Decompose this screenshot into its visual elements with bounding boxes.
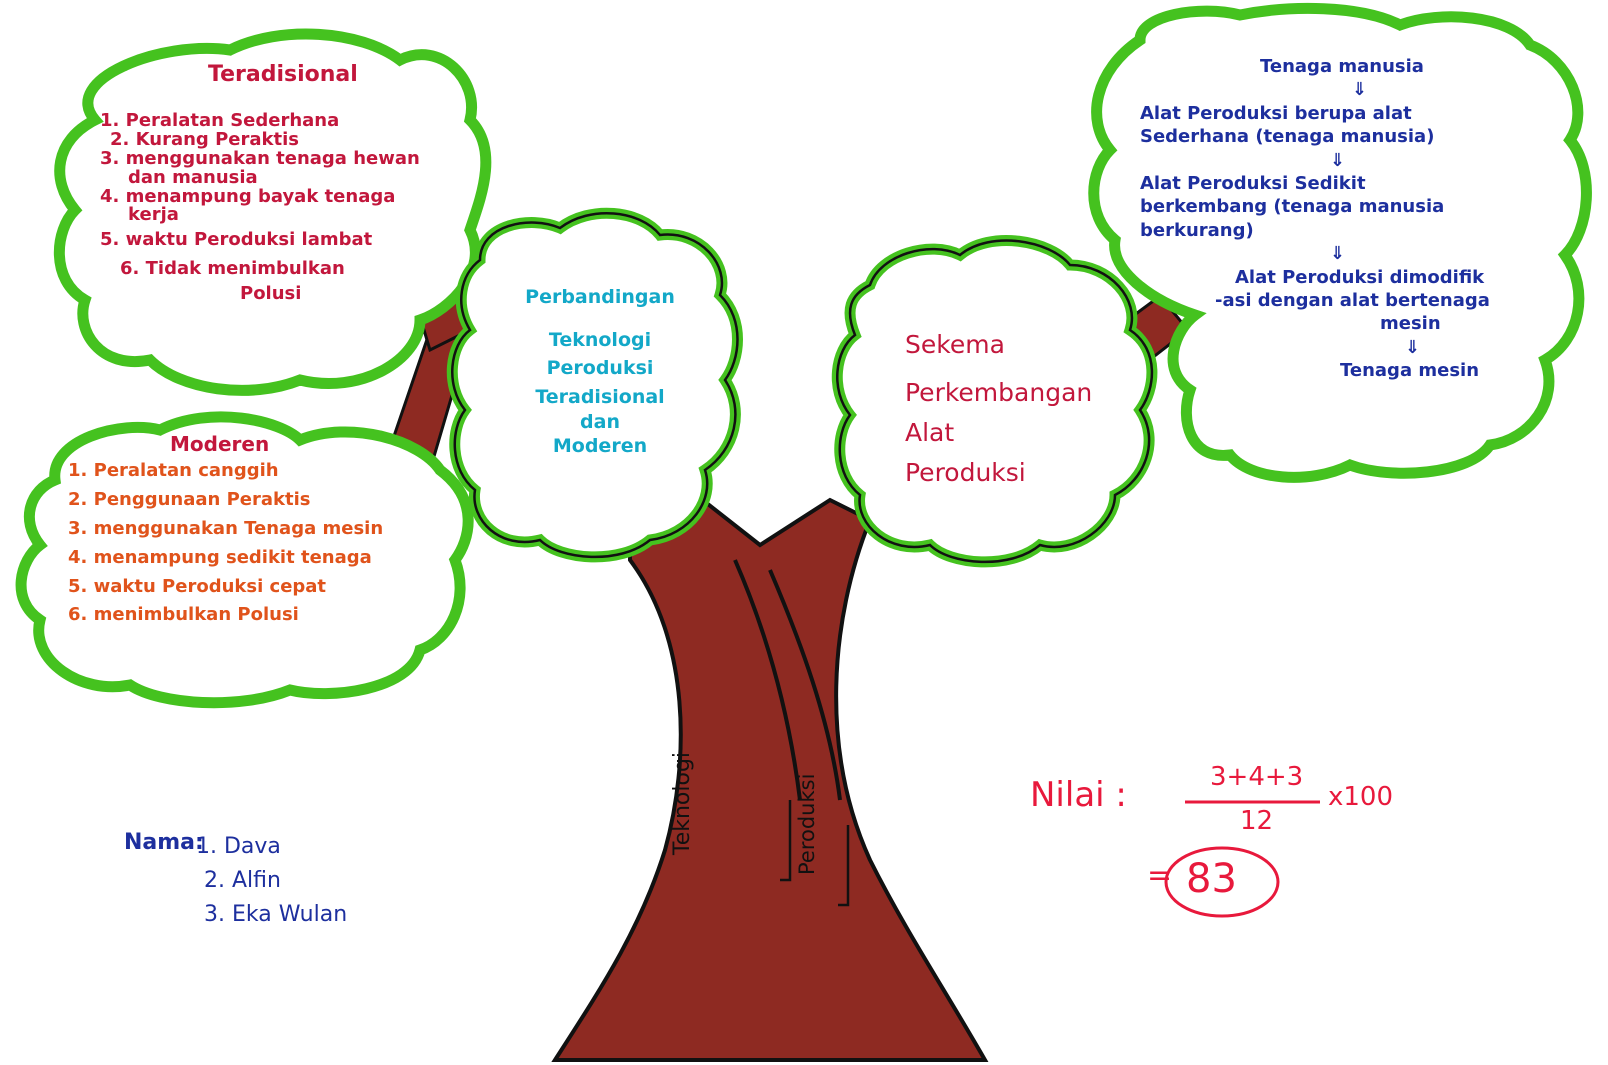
skema-step: Tenaga manusia: [1260, 56, 1424, 77]
skema-step: Sederhana (tenaga manusia): [1140, 126, 1435, 148]
modern-item: 4. menampung sedikit tenaga: [68, 546, 372, 568]
skema-step: Alat Peroduksi dimodifik: [1235, 266, 1485, 288]
skema-step: berkurang): [1140, 219, 1254, 241]
tradisional-item: kerja: [128, 204, 179, 226]
nilai-score: 83: [1186, 856, 1237, 902]
nilai-denominator: 12: [1240, 806, 1274, 836]
center-left-line: Peroduksi: [546, 357, 654, 380]
score-circle: [1164, 846, 1280, 918]
tradisional-item: 2. Kurang Peraktis: [110, 128, 299, 150]
nama-label: Nama:: [124, 830, 204, 855]
skema-step: Alat Peroduksi berupa alat: [1140, 102, 1412, 124]
trunk-inner-line-left: [733, 559, 802, 801]
center-right-line: Perkembangan: [905, 378, 1093, 407]
skema-arrow: ⇓: [1330, 243, 1346, 265]
nama-member: 3. Eka Wulan: [204, 902, 348, 928]
skema-step: berkembang (tenaga manusia: [1140, 196, 1445, 218]
trunk-inner-line-right: [768, 569, 842, 801]
trunk-label-bracket-1: [780, 800, 792, 882]
modern-item: 5. waktu Peroduksi cepat: [68, 575, 327, 597]
skema-text: Tenaga manusia ⇓ Alat Peroduksi berupa a…: [1140, 55, 1490, 382]
modern-item: 1. Peralatan canggih: [68, 460, 279, 481]
center-left-line: dan: [580, 410, 620, 433]
center-left-line: Perbandingan: [525, 286, 675, 308]
tradisional-title: Teradisional: [208, 62, 358, 87]
center-right-line: Alat: [905, 418, 955, 447]
skema-step: Alat Peroduksi Sedikit: [1140, 172, 1366, 194]
center-left-text: Perbandingan Teknologi Peroduksi Teradis…: [500, 285, 700, 459]
skema-step: mesin: [1380, 313, 1441, 335]
center-right-line: Sekema: [905, 330, 1005, 359]
tradisional-item: 1. Peralatan Sederhana: [100, 110, 340, 131]
cloud-skema: [1088, 2, 1592, 483]
trunk-label-peroduksi: Peroduksi: [795, 773, 819, 875]
skema-step: Tenaga mesin: [1340, 360, 1480, 382]
cloud-modern: [15, 411, 474, 709]
tradisional-item: 5. waktu Peroduksi lambat: [100, 229, 373, 251]
skema-arrow: ⇓: [1405, 336, 1421, 358]
tradisional-item: Polusi: [240, 283, 302, 305]
center-left-line: Teradisional: [535, 386, 665, 409]
tradisional-item: 3. menggunakan tenaga hewan: [100, 147, 420, 169]
cloud-tradisional: [53, 28, 492, 396]
modern-item: 2. Penggunaan Peraktis: [68, 488, 311, 510]
center-right-text: Sekema Perkembangan Alat Peroduksi: [905, 325, 1092, 493]
skema-arrow: ⇓: [1352, 79, 1368, 101]
nilai-multiplier: x100: [1328, 782, 1394, 812]
skema-arrow: ⇓: [1330, 149, 1346, 171]
nilai-label: Nilai :: [1030, 775, 1127, 815]
nama-members: 1. Dava 2. Alfin 3. Eka Wulan: [196, 830, 347, 932]
tradisional-item: 6. Tidak menimbulkan: [120, 258, 345, 280]
center-left-line: Teknologi: [548, 328, 652, 351]
tradisional-item: 4. menampung bayak tenaga: [100, 185, 396, 207]
nilai-numerator: 3+4+3: [1210, 762, 1304, 792]
modern-list: 1. Peralatan canggih 2. Penggunaan Perak…: [68, 460, 384, 626]
tradisional-item: dan manusia: [128, 166, 258, 188]
tradisional-list: 1. Peralatan Sederhana 2. Kurang Perakti…: [100, 110, 420, 305]
center-left-line: Moderen: [552, 435, 648, 458]
modern-item: 6. menimbulkan Polusi: [68, 604, 299, 626]
center-right-line: Peroduksi: [905, 458, 1026, 487]
skema-step: -asi dengan alat bertenaga: [1215, 289, 1490, 311]
nilai-equals: =: [1147, 858, 1173, 893]
trunk-label-teknologi: Teknologi: [670, 751, 695, 855]
nama-member: 1. Dava: [196, 834, 281, 859]
trunk-label-bracket-2: [838, 825, 850, 907]
modern-title: Moderen: [170, 432, 270, 456]
nama-member: 2. Alfin: [204, 868, 281, 894]
modern-item: 3. menggunakan Tenaga mesin: [68, 517, 384, 539]
tree-trunk: [551, 477, 989, 1062]
